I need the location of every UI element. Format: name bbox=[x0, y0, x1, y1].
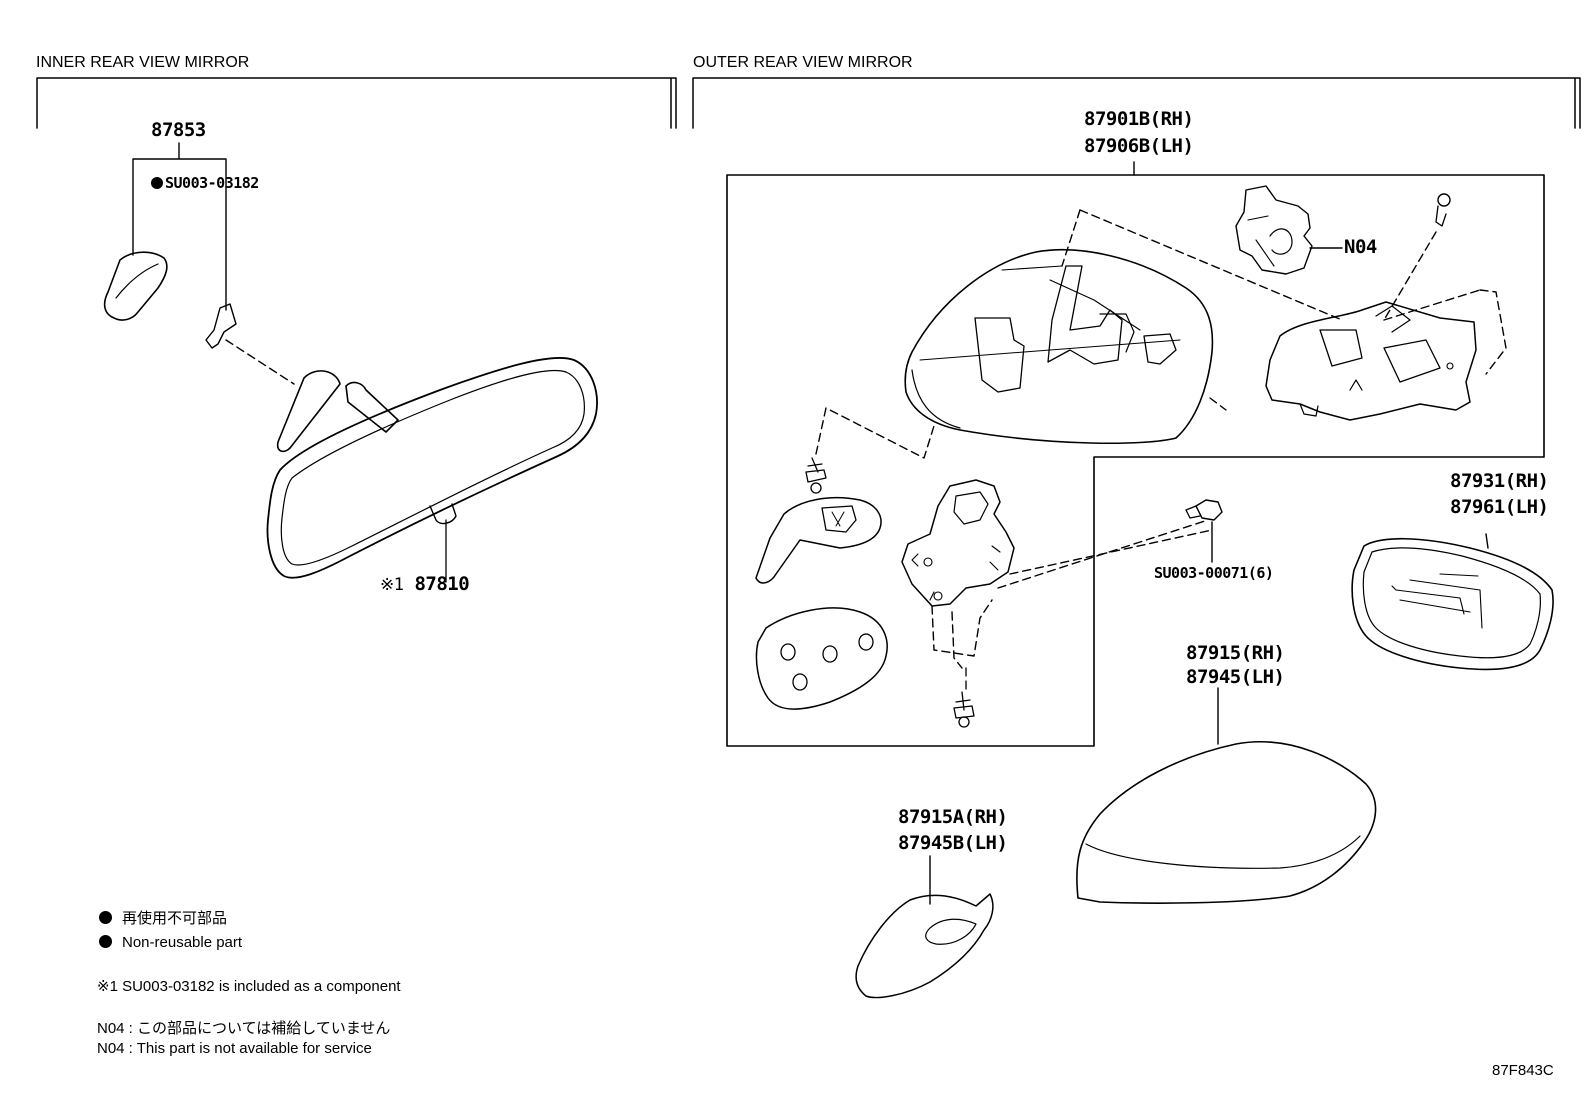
legend-n04-en: N04 : This part is not available for ser… bbox=[97, 1040, 372, 1057]
part-number-87945b-lh: 87945B(LH) bbox=[898, 832, 1008, 854]
screw-bottom bbox=[953, 691, 975, 728]
legend-nonreusable-jp: 再使用不可部品 bbox=[99, 911, 227, 926]
legend-note1: ※1 SU003-03182 is included as a componen… bbox=[97, 978, 401, 995]
hinge-mount bbox=[901, 479, 1015, 607]
outer-section-title: OUTER REAR VIEW MIRROR bbox=[693, 54, 913, 71]
mirror-clip-shape bbox=[205, 303, 237, 349]
mirror-small-cover bbox=[855, 893, 994, 999]
part-number-87810: ※1 87810 bbox=[380, 573, 470, 595]
part-number-87915a-rh: 87915A(RH) bbox=[898, 806, 1008, 828]
leader-87931 bbox=[1485, 533, 1489, 549]
part-number-87961-lh: 87961(LH) bbox=[1450, 496, 1549, 518]
part-number-87901b-rh: 87901B(RH) bbox=[1084, 108, 1194, 130]
base-gasket bbox=[755, 607, 888, 710]
part-number-n04: N04 bbox=[1344, 236, 1377, 258]
outer-section-bracket bbox=[692, 77, 1581, 129]
part-number-87931-rh: 87931(RH) bbox=[1450, 470, 1549, 492]
screw-su003-00071 bbox=[1185, 499, 1223, 521]
part-number-87906b-lh: 87906B(LH) bbox=[1084, 135, 1194, 157]
mirror-housing bbox=[904, 249, 1214, 445]
assembly-box-87901b bbox=[726, 174, 1545, 747]
figure-code: 87F843C bbox=[1492, 1062, 1554, 1079]
87810-text: 87810 bbox=[414, 573, 470, 595]
note-mark: ※1 bbox=[380, 575, 404, 595]
inner-mirror-stem bbox=[276, 370, 341, 453]
inner-section-bracket bbox=[36, 77, 677, 129]
inner-section-title: INNER REAR VIEW MIRROR bbox=[36, 54, 250, 71]
leader-87853 bbox=[132, 142, 227, 311]
n04-motor bbox=[1235, 185, 1313, 275]
legend-nonreusable-jp-text: 再使用不可部品 bbox=[122, 910, 228, 927]
non-reusable-dot-icon bbox=[99, 911, 112, 924]
mirror-base-bracket bbox=[755, 496, 882, 584]
non-reusable-dot-icon bbox=[99, 935, 112, 948]
part-number-su003-03182: SU003-03182 bbox=[151, 176, 259, 191]
part-number-su003-00071: SU003-00071(6) bbox=[1154, 564, 1274, 582]
legend-nonreusable-en-text: Non-reusable part bbox=[122, 934, 243, 951]
inner-mirror-body bbox=[266, 357, 598, 579]
mirror-cover-shape bbox=[103, 251, 168, 321]
actuator-frame bbox=[1265, 301, 1477, 421]
legend-n04-jp: N04 : この部品については補給していません bbox=[97, 1020, 391, 1037]
part-number-87853: 87853 bbox=[151, 119, 206, 141]
su003-03182-text: SU003-03182 bbox=[165, 174, 259, 192]
mirror-glass bbox=[1351, 537, 1554, 671]
mirror-outer-cover bbox=[1076, 741, 1377, 904]
legend-nonreusable-en: Non-reusable part bbox=[99, 935, 242, 950]
screw-left bbox=[805, 457, 827, 494]
non-reusable-dot-icon bbox=[151, 177, 163, 189]
screw-top bbox=[1435, 193, 1451, 227]
part-number-87945-lh: 87945(LH) bbox=[1186, 666, 1285, 688]
part-number-87915-rh: 87915(RH) bbox=[1186, 642, 1285, 664]
